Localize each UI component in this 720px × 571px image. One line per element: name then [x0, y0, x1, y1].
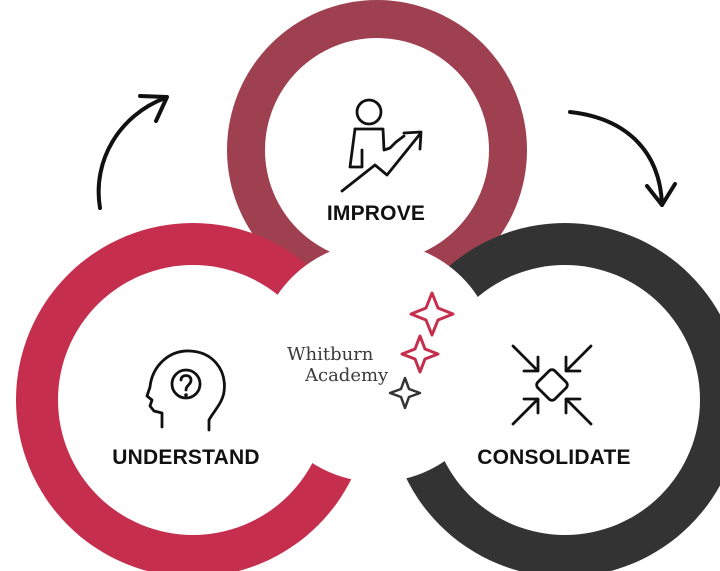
improve-label: IMPROVE	[327, 202, 425, 225]
improve-inner	[265, 38, 489, 262]
sparkle-star-icon-middle	[400, 334, 440, 374]
arrows-inward-diamond-icon	[511, 344, 593, 426]
understand-label: UNDERSTAND	[112, 446, 259, 469]
cycle-arrow-left-icon	[96, 94, 169, 210]
logo-text-line2: Academy	[304, 365, 389, 386]
consolidate-label: CONSOLIDATE	[477, 446, 630, 469]
head-question-icon	[145, 349, 226, 432]
whitburn-academy-logo: Whitburn Academy	[287, 291, 455, 410]
cycle-arrow-right-icon	[568, 110, 677, 207]
person-rising-arrow-icon	[340, 98, 423, 193]
sparkle-star-icon-top	[409, 291, 455, 337]
understand-inner	[58, 265, 328, 535]
sparkle-star-icon-bottom	[388, 376, 422, 410]
logo-text-line1: Whitburn	[287, 344, 374, 365]
